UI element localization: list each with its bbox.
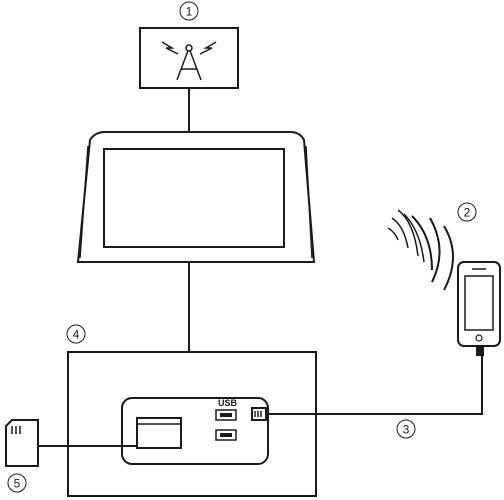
svg-text:1: 1: [186, 5, 193, 19]
antenna-icon: [161, 41, 217, 81]
display-screen: [103, 148, 285, 248]
callout-main-unit: 4: [66, 324, 86, 344]
sd-card-icon: [5, 419, 39, 467]
antenna-unit: [139, 27, 239, 89]
main-unit-box: [67, 351, 317, 497]
svg-text:4: 4: [73, 328, 80, 342]
wireless-signal-icon: [387, 209, 454, 291]
usb-port-label: USB: [218, 398, 238, 408]
display-bezel: [76, 131, 316, 263]
svg-text:5: 5: [14, 477, 21, 491]
usb-plug: [251, 407, 267, 421]
callout-sd-card: 5: [7, 473, 27, 493]
port-panel: [121, 397, 269, 465]
display-icon: [76, 131, 316, 263]
antenna-box: [139, 27, 239, 89]
callout-usb-cable: 3: [396, 419, 416, 439]
smartphone-icon: [457, 261, 501, 356]
callout-antenna: 1: [179, 1, 199, 21]
callout-smartphone: 2: [457, 202, 477, 222]
svg-text:3: 3: [403, 423, 410, 437]
usb-port-icon-lower: [215, 429, 237, 441]
usb-cable: [266, 356, 483, 415]
sd-card-slot: [136, 417, 182, 449]
main-unit: USB: [67, 351, 317, 497]
svg-text:2: 2: [464, 206, 471, 220]
usb-port-icon: [215, 409, 237, 421]
